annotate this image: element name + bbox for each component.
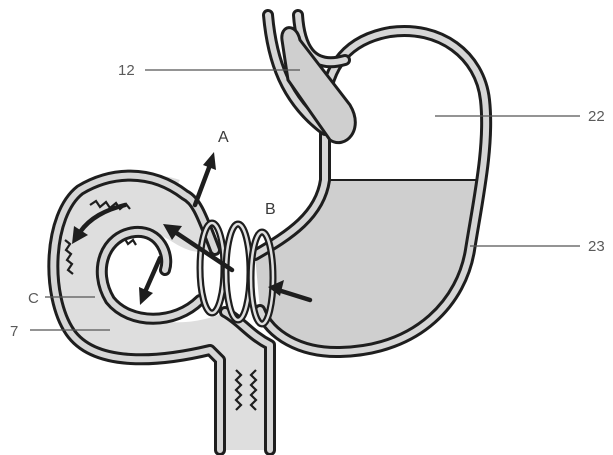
arrow-down-loop xyxy=(139,258,160,305)
label-body: 23 xyxy=(588,238,605,255)
label-duodenum: 7 xyxy=(10,323,18,340)
label-c: C xyxy=(28,290,39,307)
duodenum xyxy=(53,175,272,450)
label-esophagus: 12 xyxy=(118,62,135,79)
label-a: A xyxy=(218,129,229,146)
arrow-a xyxy=(195,152,216,205)
label-b: B xyxy=(265,201,276,218)
label-fundus: 22 xyxy=(588,108,605,125)
